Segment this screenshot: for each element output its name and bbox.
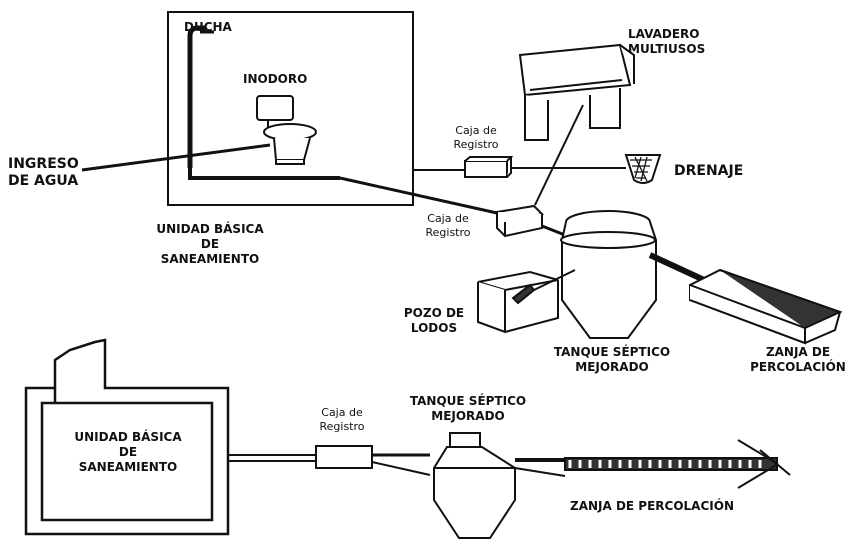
bottom-percolation-trench [564, 439, 791, 489]
sludge-well-label-line2: LODOS [410, 321, 458, 335]
percolation-label-line1: ZANJA DE [765, 345, 831, 359]
registry-box-1-label-line2: Registro [453, 138, 499, 151]
shower-pipe [187, 25, 206, 168]
laundry-label: LAVADERO MULTIUSOS [628, 27, 705, 57]
bottom-registry-box-label: Caja de Registro [302, 406, 382, 434]
toilet [256, 95, 317, 165]
registry-box-2 [495, 204, 545, 238]
registry-box-2-label: Caja de Registro [408, 212, 488, 240]
drain-label: DRENAJE [674, 163, 744, 179]
unit-label-line2: DE [200, 237, 220, 251]
laundry-sink [518, 43, 635, 141]
water-inlet-label-line2: DE AGUA [8, 173, 79, 189]
bathroom-enclosure [167, 11, 414, 206]
unit-label: UNIDAD BÁSICA DE SANEAMIENTO [148, 222, 272, 267]
floor-drain-pipe [188, 168, 340, 180]
septic-tank-label-line1: TANQUE SÉPTICO [553, 345, 671, 359]
bottom-septic-tank-label-line2: MEJORADO [431, 409, 505, 423]
shower-label: DUCHA [184, 20, 232, 34]
septic-tank-label: TANQUE SÉPTICO MEJORADO [546, 345, 678, 375]
bottom-registry-box-label-line2: Registro [319, 420, 365, 433]
waste-pipe-1 [339, 176, 498, 215]
percolation-trench [689, 268, 843, 345]
water-inlet-label-line1: INGRESO [8, 156, 79, 172]
percolation-label-line2: PERCOLACIÓN [750, 360, 846, 374]
bottom-unit-label: UNIDAD BÁSICA DE SANEAMIENTO [62, 430, 194, 475]
unit-label-line1: UNIDAD BÁSICA [156, 222, 264, 236]
septic-tank [560, 210, 657, 339]
registry-box-2-label-line1: Caja de [427, 212, 469, 225]
drain-icon [624, 154, 662, 184]
bottom-unit-enclosure [24, 338, 230, 536]
bottom-unit-label-line2: DE [118, 445, 138, 459]
bottom-pipe-2b [371, 461, 431, 476]
laundry-label-line2: MULTIUSOS [628, 42, 706, 56]
bottom-unit-label-line3: SANEAMIENTO [78, 460, 178, 474]
sludge-well-label: POZO DE LODOS [392, 306, 476, 336]
laundry-label-line1: LAVADERO [628, 27, 700, 41]
bottom-unit-label-line1: UNIDAD BÁSICA [74, 430, 182, 444]
bottom-percolation-label: ZANJA DE PERCOLACIÓN [570, 499, 734, 513]
bottom-septic-tank-label: TANQUE SÉPTICO MEJORADO [400, 394, 536, 424]
registry-box-1 [464, 156, 514, 178]
bottom-registry-box [315, 445, 373, 469]
sludge-well [477, 270, 559, 334]
sludge-well-label-line1: POZO DE [403, 306, 465, 320]
registry-box-2-label-line2: Registro [425, 226, 471, 239]
toilet-label: INODORO [243, 72, 308, 86]
water-inlet-pipe [81, 143, 271, 172]
bottom-septic-tank [433, 432, 516, 539]
unit-label-line3: SANEAMIENTO [160, 252, 260, 266]
percolation-label: ZANJA DE PERCOLACIÓN [744, 345, 852, 375]
water-inlet-label: INGRESO DE AGUA [8, 156, 79, 190]
registry-box-1-label-line1: Caja de [455, 124, 497, 137]
bottom-septic-tank-label-line1: TANQUE SÉPTICO [409, 394, 527, 408]
sludge-pipe [533, 269, 576, 291]
registry-box-1-label: Caja de Registro [436, 124, 516, 152]
septic-tank-label-line2: MEJORADO [575, 360, 649, 374]
bottom-registry-box-label-line1: Caja de [321, 406, 363, 419]
bottom-outlet-pipe-b [514, 467, 566, 477]
laundry-pipe [534, 104, 584, 206]
